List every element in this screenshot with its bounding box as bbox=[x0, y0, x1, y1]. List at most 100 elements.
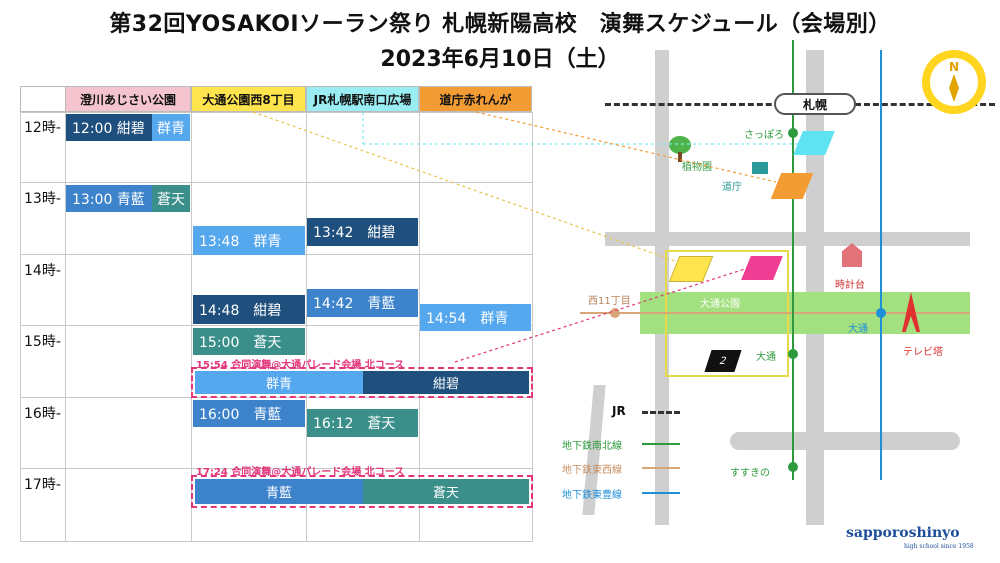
grid-line bbox=[20, 325, 533, 326]
compass-icon: N bbox=[922, 50, 986, 114]
event-block: 14:48 紺碧 bbox=[193, 295, 305, 324]
joint-performance-label: 17:24 合同演舞@大通パレード会場 北コース bbox=[196, 467, 405, 478]
road bbox=[605, 232, 970, 246]
joint-team-right: 蒼天 bbox=[363, 479, 529, 504]
station-marker bbox=[788, 462, 798, 472]
guide-line-joint bbox=[454, 267, 749, 363]
venue-header-sumikawa: 澄川あじさい公園 bbox=[65, 86, 191, 112]
joint-performance-label: 15:54 合同演舞@大通パレード会場 北コース bbox=[196, 360, 405, 371]
event-time: 12:00 bbox=[72, 120, 113, 137]
legend-namboku-swatch bbox=[642, 443, 680, 445]
road bbox=[655, 50, 669, 525]
toho-line bbox=[880, 50, 882, 480]
hour-label: 16時- bbox=[24, 406, 61, 422]
venue-header-docho: 道庁赤れんが bbox=[419, 86, 532, 112]
event-side-team: 蒼天 bbox=[152, 185, 190, 212]
station-marker bbox=[610, 308, 620, 318]
station-label-odori: 大通 bbox=[756, 352, 776, 363]
joint-performance-block: 群青 紺碧 bbox=[191, 367, 533, 398]
grid-line bbox=[419, 112, 420, 542]
joint-performance-block: 青藍 蒼天 bbox=[191, 475, 533, 508]
station-label-susukino: すすきの bbox=[730, 468, 770, 479]
grid-line bbox=[20, 468, 533, 469]
flag-icon bbox=[752, 162, 768, 174]
event-block: 13:42 紺碧 bbox=[307, 218, 418, 246]
clocktower-icon bbox=[842, 243, 862, 267]
grid-line bbox=[20, 112, 21, 542]
event-team: 青藍 bbox=[116, 191, 145, 208]
grid-line bbox=[191, 112, 192, 542]
grid-line bbox=[306, 112, 307, 542]
grid-line bbox=[65, 112, 66, 542]
event-block: 13:00 青藍 蒼天 bbox=[66, 185, 190, 212]
hour-label: 15時- bbox=[24, 334, 61, 350]
event-side-team: 群青 bbox=[152, 114, 190, 141]
joint-team-right: 紺碧 bbox=[363, 371, 529, 394]
venue-map: 札幌 さっぽろ 大通 すすきの 西11丁目 大通 大通公園 2 植物園 道庁 時… bbox=[580, 40, 1000, 525]
station-marker bbox=[788, 349, 798, 359]
event-block: 14:54 群青 bbox=[420, 304, 531, 331]
event-time: 13:00 bbox=[72, 191, 113, 208]
odori-park-label: 大通公園 bbox=[700, 299, 740, 310]
event-block: 12:00 紺碧 群青 bbox=[66, 114, 190, 141]
grid-line bbox=[532, 112, 533, 542]
landmark-label-docho: 道庁 bbox=[722, 182, 742, 193]
venue-header-odori: 大通公園西8丁目 bbox=[191, 86, 306, 112]
station-marker bbox=[788, 128, 798, 138]
station-label-nishi11: 西11丁目 bbox=[588, 296, 631, 307]
road bbox=[730, 432, 960, 450]
station-marker bbox=[876, 308, 886, 318]
event-block: 13:48 群青 bbox=[193, 226, 305, 255]
legend-jr-swatch bbox=[642, 411, 680, 414]
page-title: 第32回YOSAKOIソーラン祭り 札幌新陽高校 演舞スケジュール（会場別） bbox=[109, 12, 891, 37]
tozai-line bbox=[580, 312, 970, 314]
event-label: 15:00 蒼天 bbox=[199, 334, 282, 351]
landmark-label-tokeidai: 時計台 bbox=[835, 280, 865, 291]
grid-line bbox=[20, 541, 533, 542]
joint-team-left: 青藍 bbox=[195, 479, 363, 504]
compass-n-label: N bbox=[948, 60, 960, 74]
event-block: 14:42 青藍 bbox=[307, 289, 418, 317]
event-label: 14:54 群青 bbox=[426, 310, 509, 327]
event-label: 13:48 群青 bbox=[199, 233, 282, 250]
legend-tozai-label: 地下鉄東西線 bbox=[562, 465, 622, 476]
venue-header-jr: JR札幌駅南口広場 bbox=[306, 86, 419, 112]
page-date: 2023年6月10日（土） bbox=[380, 47, 620, 72]
event-label: 16:00 青藍 bbox=[199, 406, 282, 423]
grid-line bbox=[20, 112, 533, 113]
event-label: 14:42 青藍 bbox=[313, 296, 396, 312]
joint-team-left: 群青 bbox=[195, 371, 363, 394]
event-block: 16:00 青藍 bbox=[193, 400, 305, 427]
guide-line-odori bbox=[252, 111, 679, 263]
school-logo-sub: high school since 1958 bbox=[904, 543, 974, 550]
tree-trunk bbox=[678, 152, 682, 162]
guide-line-docho bbox=[475, 111, 777, 183]
landmark-label-shokubutsuen: 植物園 bbox=[682, 162, 712, 173]
legend-jr-label: JR bbox=[612, 404, 626, 418]
sapporo-station-label: 札幌 bbox=[774, 93, 856, 115]
event-block: 15:00 蒼天 bbox=[193, 328, 305, 355]
legend-toho-label: 地下鉄東豊線 bbox=[562, 490, 622, 501]
legend-namboku-label: 地下鉄南北線 bbox=[562, 441, 622, 452]
station-label-sapporo: さっぽろ bbox=[744, 130, 784, 141]
landmark-label-tv-tower: テレビ塔 bbox=[903, 347, 943, 358]
tree-icon bbox=[669, 136, 691, 154]
event-label: 13:42 紺碧 bbox=[313, 225, 396, 241]
station-label-odori-toho: 大通 bbox=[848, 324, 868, 335]
hour-label: 12時- bbox=[24, 120, 61, 136]
legend-toho-swatch bbox=[642, 492, 680, 494]
namboku-line bbox=[792, 40, 794, 480]
hour-label: 14時- bbox=[24, 263, 61, 279]
event-team: 紺碧 bbox=[116, 120, 145, 137]
hour-label: 17時- bbox=[24, 477, 61, 493]
event-label: 16:12 蒼天 bbox=[313, 416, 396, 432]
header-corner bbox=[20, 86, 65, 112]
school-logo: sapporoshinyo bbox=[846, 525, 960, 541]
grid-line bbox=[20, 182, 533, 183]
event-block: 16:12 蒼天 bbox=[307, 409, 418, 437]
hour-label: 13時- bbox=[24, 191, 61, 207]
legend-tozai-swatch bbox=[642, 467, 680, 469]
road bbox=[806, 50, 824, 525]
event-label: 14:48 紺碧 bbox=[199, 302, 282, 319]
